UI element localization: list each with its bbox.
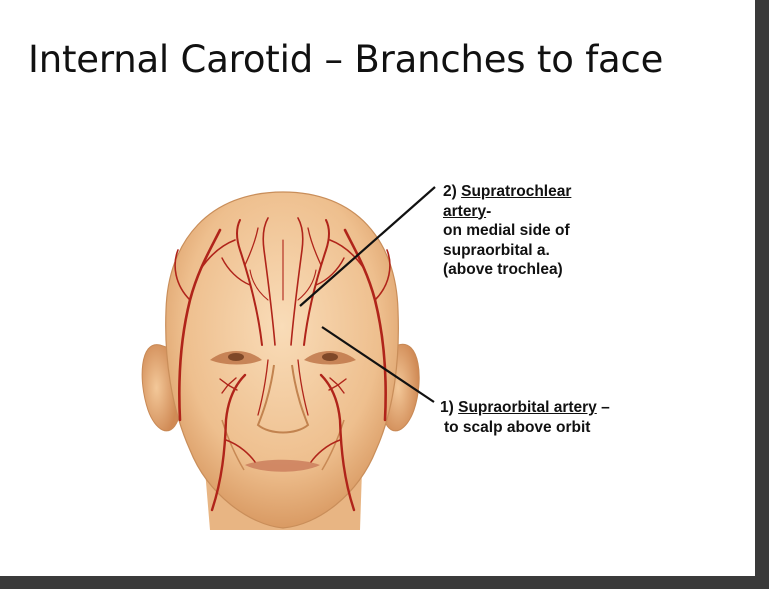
label-desc-1: on medial side of	[443, 222, 570, 239]
arteries	[174, 217, 391, 512]
face-artery-illustration	[141, 186, 436, 530]
label-desc-2: supraorbital a.	[443, 241, 550, 259]
label-name: Supraorbital artery	[458, 399, 597, 416]
left-pupil	[228, 353, 244, 361]
label-suffix: -	[486, 202, 492, 220]
horizontal-scrollbar[interactable]	[0, 576, 769, 589]
label-desc: to scalp above orbit	[444, 418, 591, 436]
nose	[256, 364, 310, 434]
label-name: Supratrochlear	[461, 183, 572, 200]
vertical-scrollbar[interactable]	[755, 0, 769, 589]
slide-title: Internal Carotid – Branches to face	[28, 38, 664, 81]
label-suffix: –	[596, 399, 610, 416]
slide: Internal Carotid – Branches to face	[0, 0, 755, 576]
label-supraorbital: 1) Supraorbital artery – to scalp above …	[440, 398, 610, 437]
pointer-supratrochlear	[299, 186, 436, 307]
label-supratrochlear: 2) Supratrochlear artery- on medial side…	[443, 182, 571, 280]
head	[165, 191, 399, 529]
label-desc-3: (above trochlea)	[443, 261, 563, 278]
right-pupil	[322, 353, 338, 361]
label-number: 2)	[443, 183, 457, 200]
label-number: 1)	[440, 399, 454, 416]
label-name-cont: artery	[443, 202, 487, 220]
pointer-supraorbital	[321, 326, 435, 403]
mouth	[245, 459, 320, 472]
